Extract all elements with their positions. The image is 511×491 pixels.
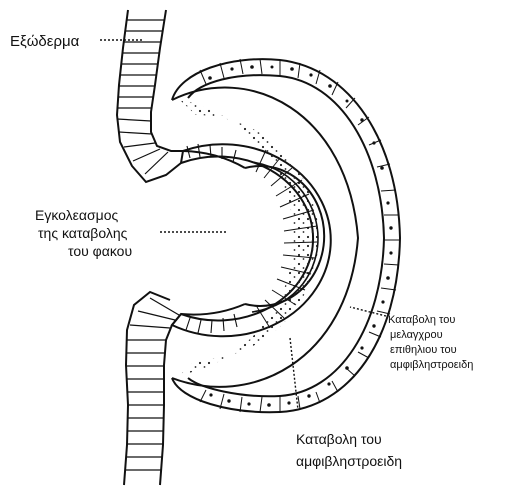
invagination-label-line1: Εγκολεασμος (35, 207, 119, 223)
lens-vesicle-cells (186, 144, 237, 333)
ectoderm-lower-strip (124, 292, 181, 485)
pigment-label-line2: μελαγχρου (390, 329, 443, 341)
retina-leader-line (290, 338, 298, 410)
invagination-label-line3: του φακου (68, 243, 132, 259)
pigment-label-line4: αμφιβληστροειδη (390, 359, 473, 371)
invagination-label-line2: της καταβολης (38, 225, 128, 241)
ectoderm-label: Εξώδερμα (10, 33, 80, 50)
pigment-label-line3: επιθηλιου του (390, 344, 457, 356)
leader-lines (100, 40, 386, 410)
pigment-label-line1: Καταβολη του (388, 314, 455, 326)
retina-label-line2: αμφιβληστροειδη (296, 453, 402, 469)
ectoderm-lower-cells (126, 298, 179, 470)
retina-label-line1: Καταβολη του (296, 431, 382, 447)
